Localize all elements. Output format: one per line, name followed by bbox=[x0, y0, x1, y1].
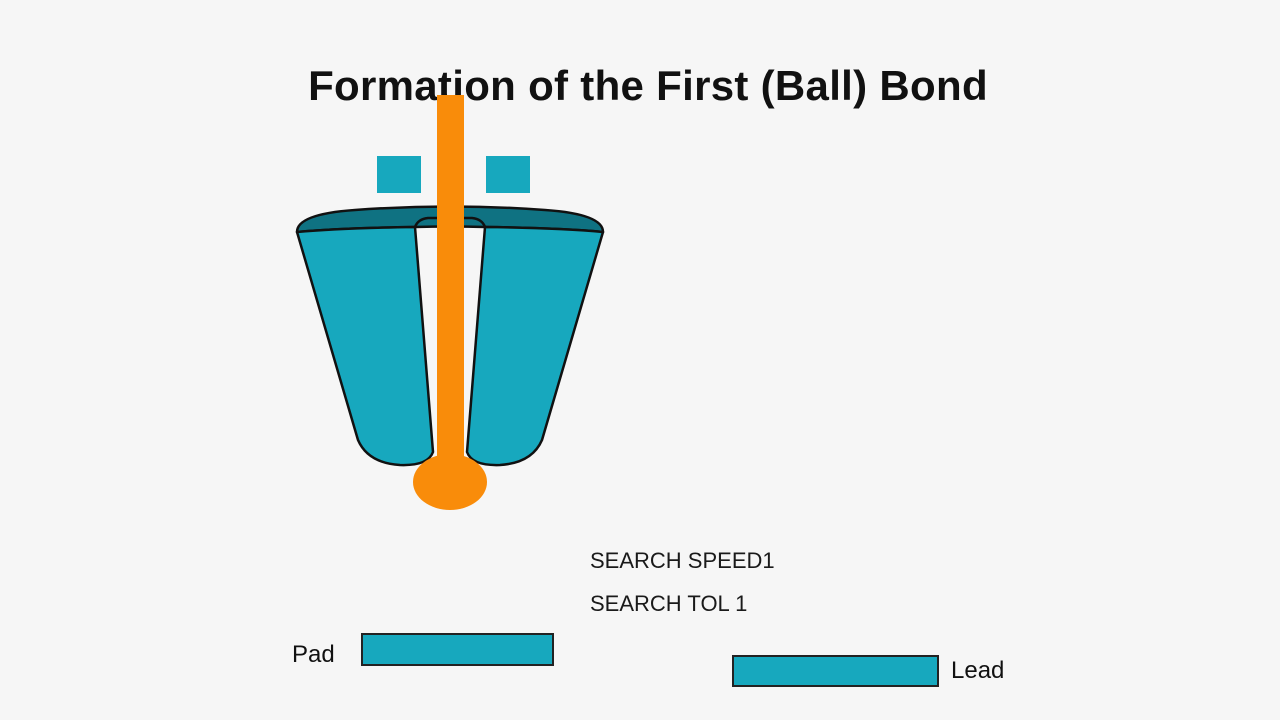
capillary bbox=[295, 205, 605, 467]
page-title: Formation of the First (Ball) Bond bbox=[308, 62, 988, 109]
gold-wire bbox=[413, 95, 487, 510]
wire-strand bbox=[437, 95, 464, 473]
lead-finger bbox=[732, 655, 939, 687]
wire-clamp-right bbox=[486, 156, 530, 193]
bond-pad bbox=[361, 633, 554, 666]
free-air-ball bbox=[413, 454, 487, 510]
parameter-search-speed: SEARCH SPEED1 bbox=[590, 548, 775, 573]
wire-clamp-left bbox=[377, 156, 421, 193]
capillary-left-half bbox=[295, 225, 435, 467]
pad-label: Pad bbox=[292, 641, 335, 668]
parameter-search-tolerance: SEARCH TOL 1 bbox=[590, 591, 748, 616]
capillary-right-half bbox=[465, 225, 605, 467]
lead-label: Lead bbox=[951, 657, 1005, 684]
